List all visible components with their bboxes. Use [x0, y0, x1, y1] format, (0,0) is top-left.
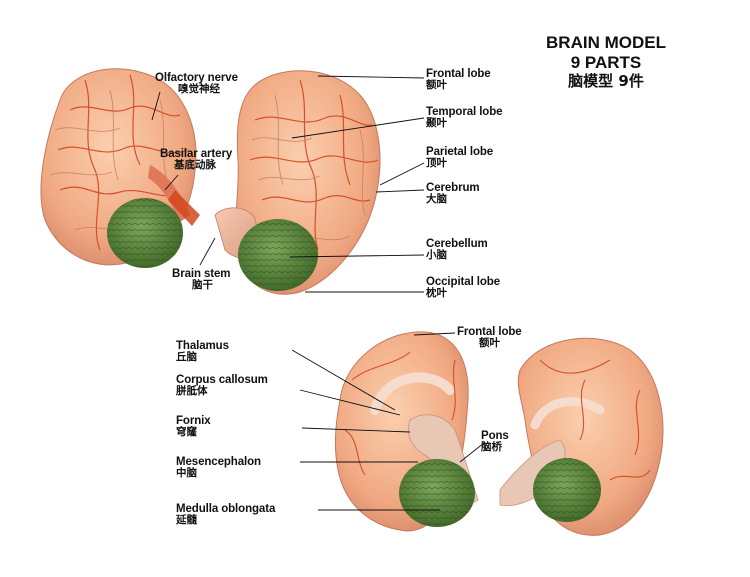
right-hemisphere-lateral [214, 70, 381, 295]
label-temporal-lobe: Temporal lobe 颞叶 [426, 106, 503, 130]
label-parietal-lobe: Parietal lobe 顶叶 [426, 146, 494, 170]
label-medulla-oblongata: Medulla oblongata 延髓 [176, 503, 276, 527]
label-thalamus: Thalamus 丘脑 [176, 340, 229, 364]
label-frontal-lobe: Frontal lobe 额叶 [426, 68, 491, 92]
label-mesencephalon: Mesencephalon 中脑 [176, 456, 261, 480]
label-cerebellum: Cerebellum 小脑 [426, 238, 488, 262]
left-hemisphere-lateral [40, 68, 200, 268]
label-brain-stem: Brain stem 脑干 [172, 268, 231, 292]
label-frontal-lobe-medial: Frontal lobe 额叶 [457, 326, 522, 350]
label-fornix: Fornix 穹窿 [176, 415, 211, 439]
label-olfactory-nerve: Olfactory nerve 嗅觉神经 [155, 72, 238, 96]
title-line-2: 9 PARTS [570, 53, 642, 72]
label-occipital-lobe: Occipital lobe 枕叶 [426, 276, 501, 300]
leader-lines [151, 75, 485, 511]
label-pons: Pons 脑桥 [481, 430, 509, 454]
label-cerebrum: Cerebrum 大脑 [426, 182, 480, 206]
label-basilar-artery: Basilar artery 基底动脉 [160, 148, 233, 172]
title-line-3: 脑模型 9件 [568, 72, 644, 90]
title-block: BRAIN MODEL 9 PARTS 脑模型 9件 [535, 34, 677, 89]
medial-section-right [499, 337, 664, 536]
label-corpus-callosum: Corpus callosum 胼胝体 [176, 374, 268, 398]
title-line-1: BRAIN MODEL [546, 33, 666, 52]
